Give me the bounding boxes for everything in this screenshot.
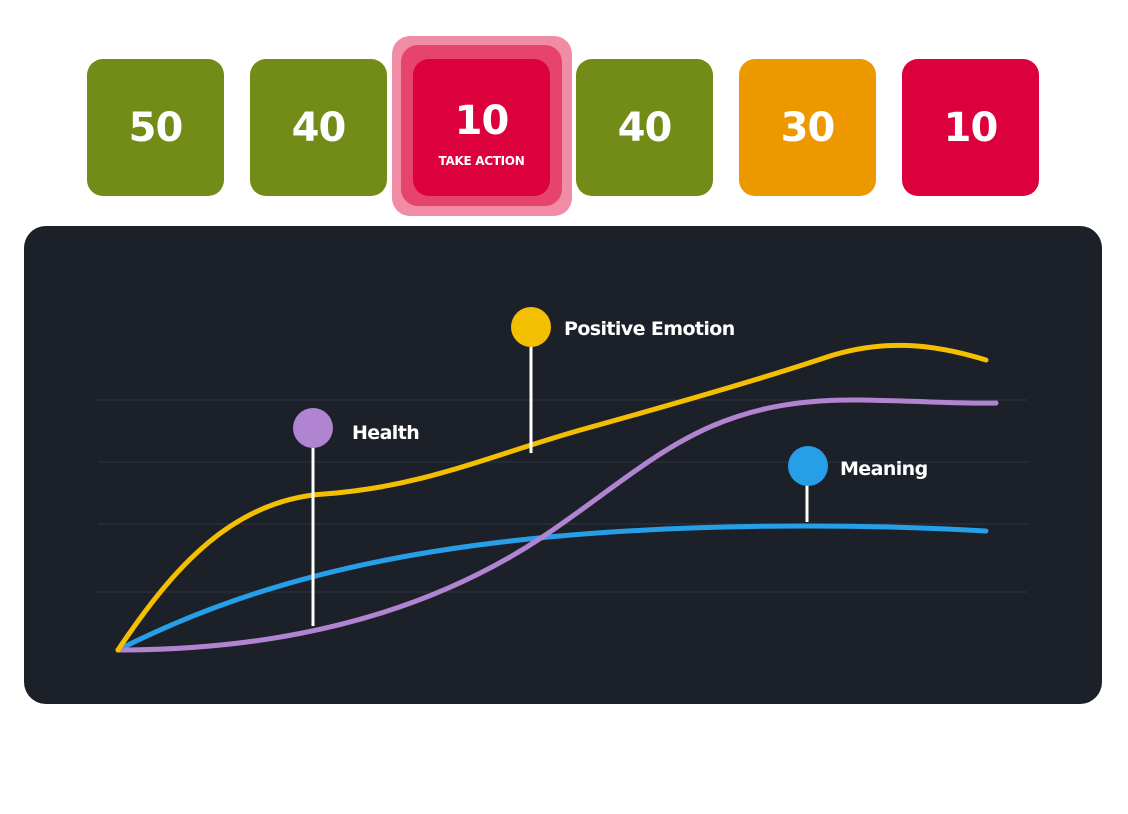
score-value: 10: [454, 97, 510, 144]
health-pin: Health: [293, 408, 420, 626]
health-line: [115, 397, 999, 653]
score-value: 50: [128, 104, 184, 151]
health-label: Health: [352, 422, 419, 444]
chart-panel: Positive Emotion Health Meaning: [24, 226, 1102, 704]
meaning-pin: Meaning: [788, 446, 928, 522]
meaning-label: Meaning: [840, 458, 928, 480]
positive-emotion-line: [115, 342, 989, 653]
positive-emotion-pin: Positive Emotion: [511, 307, 735, 453]
meaning-line: [115, 523, 989, 653]
score-tile-3-selected[interactable]: 10 TAKE ACTION: [413, 59, 550, 196]
wellbeing-chart: Positive Emotion Health Meaning: [98, 307, 1027, 653]
score-tile-1[interactable]: 50: [87, 59, 224, 196]
score-tile-4[interactable]: 40: [576, 59, 713, 196]
positive-emotion-label: Positive Emotion: [564, 318, 735, 340]
score-tile-5[interactable]: 30: [739, 59, 876, 196]
take-action-label: TAKE ACTION: [438, 153, 525, 168]
meaning-pin-head[interactable]: [788, 446, 828, 486]
score-value: 40: [617, 104, 673, 151]
positive-emotion-pin-head[interactable]: [511, 307, 551, 347]
score-tile-2[interactable]: 40: [250, 59, 387, 196]
score-tile-6[interactable]: 10: [902, 59, 1039, 196]
score-value: 30: [780, 104, 836, 151]
health-pin-head[interactable]: [293, 408, 333, 448]
score-value: 40: [291, 104, 347, 151]
score-value: 10: [943, 104, 999, 151]
score-tiles: 50 40 10 TAKE ACTION 40 30 10: [0, 0, 1128, 220]
gridlines: [98, 399, 1027, 593]
